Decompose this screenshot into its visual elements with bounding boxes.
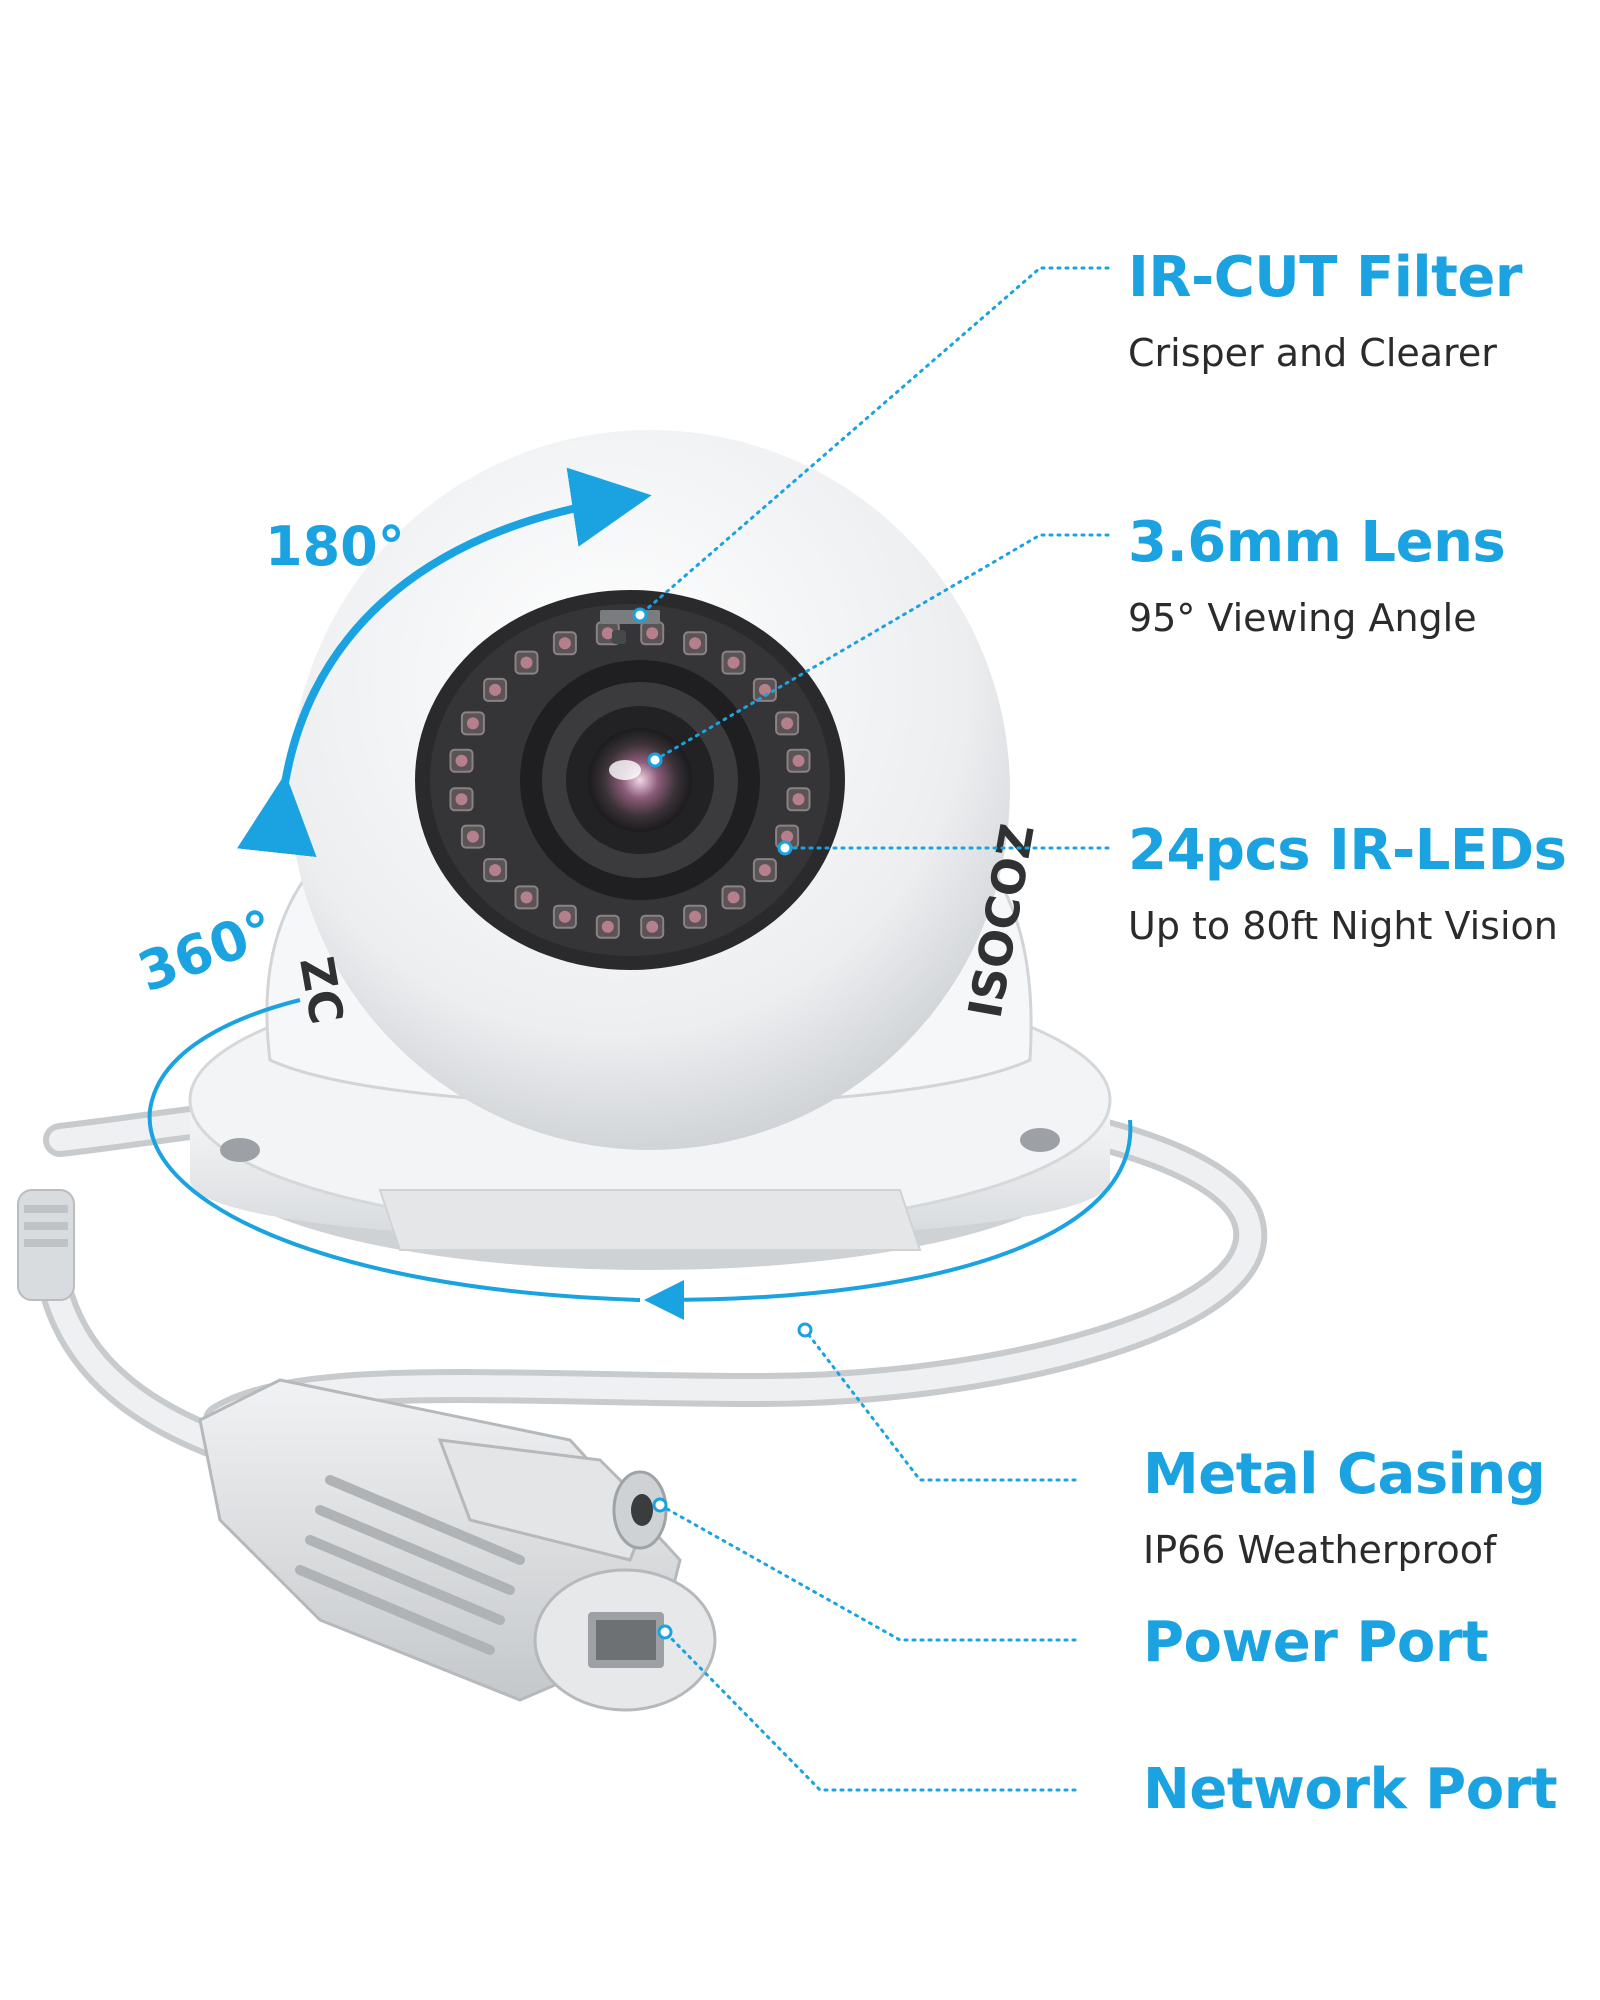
feature-title: Metal Casing <box>1143 1442 1546 1507</box>
ir-led-lens <box>689 637 702 650</box>
feature-title: IR-CUT Filter <box>1128 245 1522 310</box>
ir-led-lens <box>558 637 571 650</box>
leader-ir-leds-dot <box>777 840 793 856</box>
feature-network-port: Network Port <box>1143 1757 1558 1822</box>
feature-ir-leds: 24pcs IR-LEDs Up to 80ft Night Vision <box>1128 818 1567 948</box>
feature-ir-cut: IR-CUT Filter Crisper and Clearer <box>1128 245 1522 375</box>
leader-network-port-dot <box>657 1624 673 1640</box>
brand-logo-left: ZC <box>289 953 354 1028</box>
ir-led-lens <box>455 754 468 767</box>
ir-led-lens <box>792 793 805 806</box>
ir-led-lens <box>758 683 771 696</box>
network-connector <box>533 1568 717 1712</box>
ir-led-lens <box>520 891 533 904</box>
ir-led-lens <box>558 910 571 923</box>
ir-led-lens <box>489 864 502 877</box>
feature-title: Power Port <box>1143 1610 1489 1675</box>
tilt-arrow <box>237 467 652 858</box>
feature-subtitle: Up to 80ft Night Vision <box>1128 904 1558 948</box>
leader-power-port-dot <box>652 1497 668 1513</box>
ir-led-lens <box>466 830 479 843</box>
ir-led-lens <box>792 754 805 767</box>
ir-led-lens <box>646 627 659 640</box>
ir-led-lens <box>781 717 794 730</box>
ir-led-lens <box>727 656 740 669</box>
leader-lens <box>653 533 1110 762</box>
feature-subtitle: Crisper and Clearer <box>1128 331 1497 375</box>
ir-led-lens <box>781 830 794 843</box>
feature-title: 3.6mm Lens <box>1128 510 1506 575</box>
leader-metal-casing <box>803 1328 1077 1482</box>
ir-led-lens <box>601 920 614 933</box>
power-connector <box>437 1438 668 1562</box>
ir-led-lens <box>758 864 771 877</box>
feature-title: Network Port <box>1143 1757 1558 1822</box>
feature-metal-casing: Metal Casing IP66 Weatherproof <box>1143 1442 1546 1572</box>
ir-led-lens <box>520 656 533 669</box>
ir-led-lens <box>727 891 740 904</box>
ir-led-lens <box>689 910 702 923</box>
ir-led-lens <box>466 717 479 730</box>
leader-ir-cut <box>638 266 1110 617</box>
feature-lens: 3.6mm Lens 95° Viewing Angle <box>1128 510 1506 640</box>
feature-subtitle: 95° Viewing Angle <box>1128 596 1477 640</box>
feature-subtitle: IP66 Weatherproof <box>1143 1528 1497 1572</box>
leader-lens-dot <box>647 752 663 768</box>
leader-metal-casing-dot <box>797 1322 813 1338</box>
leader-network-port <box>663 1630 1077 1792</box>
ir-led-lens <box>489 683 502 696</box>
lens <box>520 660 760 900</box>
leader-power-port <box>658 1503 1077 1642</box>
tilt-rotation-label: 180° <box>265 515 405 578</box>
leader-ir-cut-dot <box>632 607 648 623</box>
feature-power-port: Power Port <box>1143 1610 1489 1675</box>
ir-led-lens <box>646 920 659 933</box>
leader-lines <box>632 266 1110 1792</box>
feature-title: 24pcs IR-LEDs <box>1128 818 1567 883</box>
ir-led-lens <box>455 793 468 806</box>
pan-arrow <box>147 998 1133 1320</box>
